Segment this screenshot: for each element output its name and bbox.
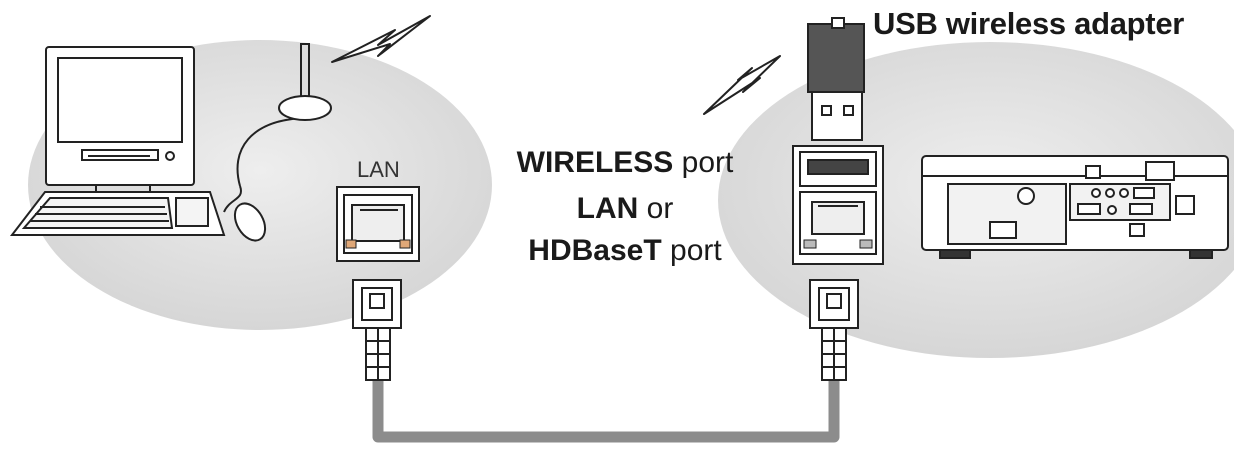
usb-wireless-adapter-icon	[807, 17, 865, 141]
lan-port-label: LAN or	[495, 192, 755, 226]
hdbaset-port-bold: HDBaseT	[528, 234, 662, 267]
usb-port-icon	[792, 145, 884, 265]
wireless-signal-icon	[331, 15, 431, 63]
rj45-plug-icon	[352, 279, 402, 381]
lan-cable	[372, 380, 840, 443]
lan-jack-label: LAN	[357, 157, 400, 182]
usb-wireless-adapter-label: USB wireless adapter	[873, 6, 1185, 41]
wireless-port-bold: WIRELESS	[516, 146, 674, 179]
wireless-port-label: WIRELESS port	[495, 146, 755, 180]
lan-port-rest: or	[638, 192, 674, 225]
wireless-signal-icon	[703, 55, 781, 115]
hdbaset-port-label: HDBaseT port	[495, 234, 755, 268]
rj45-plug-icon	[809, 279, 859, 381]
lan-port-bold: LAN	[576, 192, 639, 225]
projector-icon	[921, 155, 1229, 259]
hdbaset-port-rest: port	[661, 234, 722, 267]
wireless-port-rest: port	[673, 146, 734, 179]
computer-icon	[9, 46, 267, 242]
antenna-icon	[236, 43, 332, 187]
lan-jack-icon	[336, 186, 420, 262]
